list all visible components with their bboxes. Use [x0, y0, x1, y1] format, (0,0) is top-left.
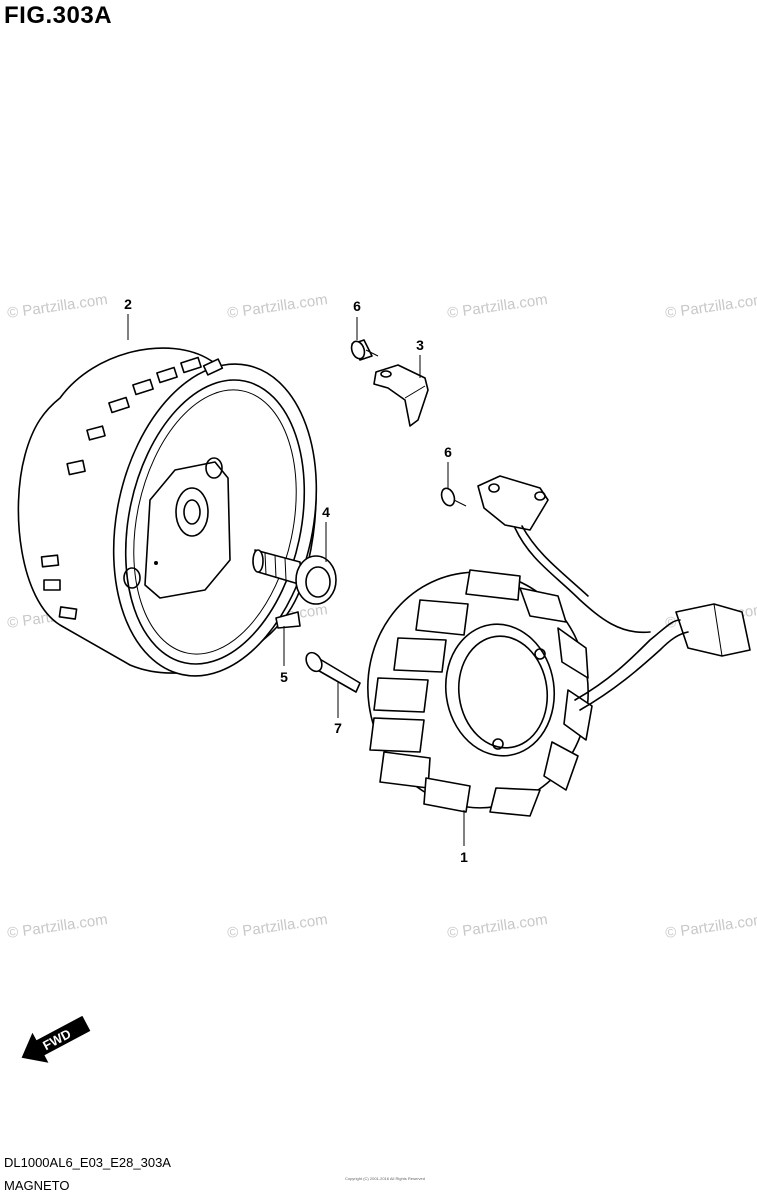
watermark: © Partzilla.com	[446, 911, 548, 942]
fwd-arrow: FWD	[21, 1015, 91, 1063]
watermark: © Partzilla.com	[226, 291, 328, 322]
callout-2: 2	[124, 296, 132, 312]
callout-6-lower: 6	[444, 444, 452, 460]
watermark: © Partzilla.com	[226, 911, 328, 942]
callout-1: 1	[460, 849, 468, 865]
copyright-fine-print: Copyright (C) 2001-2016 All Rights Reser…	[344, 1176, 426, 1181]
pickup-coil	[477, 475, 651, 634]
figure-code: DL1000AL6_E03_E28_303A	[4, 1155, 171, 1170]
screw-lower	[440, 487, 467, 507]
callouts: 2 6 3 6 4 5 7 1	[124, 296, 468, 865]
callout-4: 4	[322, 504, 330, 520]
figure-title: FIG.303A	[4, 2, 113, 29]
stator-coil	[367, 569, 689, 817]
callout-5: 5	[280, 669, 288, 685]
bracket	[373, 364, 429, 427]
watermark: © Partzilla.com	[446, 291, 548, 322]
bolt	[252, 549, 337, 605]
connector	[675, 603, 751, 657]
watermark: © Partzilla.com	[664, 291, 757, 322]
fwd-label: FWD	[40, 1026, 73, 1053]
watermark: © Partzilla.com	[6, 291, 108, 322]
flywheel-rotor	[17, 347, 318, 677]
watermark: © Partzilla.com	[664, 911, 757, 942]
callout-7: 7	[334, 720, 342, 736]
leader-lines	[127, 314, 465, 846]
screw-upper	[350, 339, 379, 361]
figure-name: MAGNETO	[4, 1178, 70, 1193]
woodruff-key	[275, 611, 301, 629]
watermark: © Partzilla.com	[6, 911, 108, 942]
callout-6-upper: 6	[353, 298, 361, 314]
stator-bolt	[305, 651, 361, 693]
callout-3: 3	[416, 337, 424, 353]
